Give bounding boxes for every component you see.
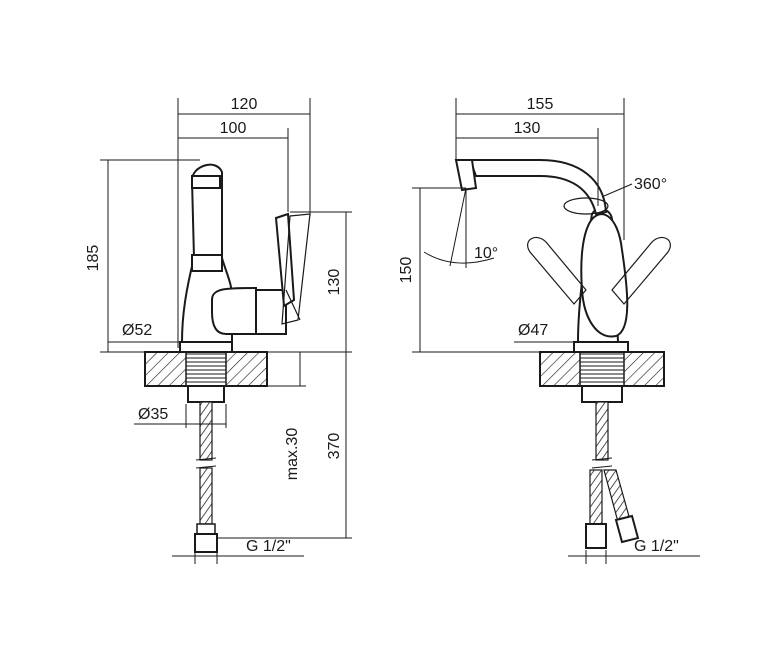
left-handle-cap: [255, 289, 287, 335]
dim-label-left-height-handle: 130: [326, 269, 343, 296]
angle-ref-inclined: [449, 187, 467, 267]
left-aerator: [191, 175, 221, 189]
right-hose-nut-a: [585, 523, 607, 549]
right-threaded-shank: [579, 351, 625, 387]
left-hose-upper: [199, 401, 213, 461]
right-rotation-ellipse: [563, 197, 609, 215]
dim-label-max-thickness: max.30: [284, 428, 301, 481]
left-handle-lever: [274, 212, 296, 308]
right-handle-ghost-right: [611, 237, 671, 305]
left-hose-lower: [199, 467, 213, 525]
dim-label-left-height-total: 185: [85, 245, 102, 272]
angle-arc: [423, 251, 495, 264]
right-handle: [580, 213, 629, 338]
right-hose-lower-a: [589, 469, 603, 525]
rotation-leader: [603, 183, 633, 197]
right-spout: [468, 159, 608, 216]
right-hose-upper: [595, 401, 609, 461]
left-hose-break: [195, 457, 217, 469]
right-handle-ghost-left: [527, 237, 587, 305]
right-hose-nut-b: [614, 514, 640, 544]
left-nut: [187, 385, 225, 403]
left-hose-fitting: [196, 523, 216, 535]
left-handle-ghost: [281, 213, 311, 325]
left-threaded-shank: [185, 351, 227, 387]
dim-label-spout-height: 150: [398, 257, 415, 284]
dim-label-left-width-spout: 100: [220, 120, 247, 137]
right-view: 360° 155 130 150 10° Ø47 G 1/2": [398, 96, 700, 564]
left-cartridge: [211, 286, 257, 335]
dim-label-spout-angle: 10°: [474, 245, 498, 262]
dim-label-right-thread: G 1/2": [634, 538, 679, 555]
dim-label-left-base-diameter: Ø52: [122, 322, 152, 339]
left-handle-ghost-line: [285, 289, 301, 321]
left-faucet-base: [179, 341, 233, 353]
dim-label-left-width-total: 120: [231, 96, 258, 113]
left-hose-nut: [194, 533, 218, 553]
dim-label-right-width-spout: 130: [514, 120, 541, 137]
dim-label-left-thread: G 1/2": [246, 538, 291, 555]
dim-label-shank-diameter: Ø35: [138, 406, 168, 423]
dim-label-rotation: 360°: [634, 176, 667, 193]
right-faucet-base: [573, 341, 629, 353]
dim-label-right-base-diameter: Ø47: [518, 322, 548, 339]
left-view: 120 100 185 130 370 max.30 Ø52 Ø35 G 1/2…: [85, 96, 352, 564]
left-ring: [191, 254, 223, 272]
right-hose-break: [591, 457, 613, 469]
dim-label-right-width-total: 155: [527, 96, 554, 113]
dim-label-hose-length: 370: [326, 433, 343, 460]
right-nut: [581, 385, 623, 403]
right-aerator: [454, 159, 478, 192]
right-hose-lower-b: [603, 469, 631, 523]
